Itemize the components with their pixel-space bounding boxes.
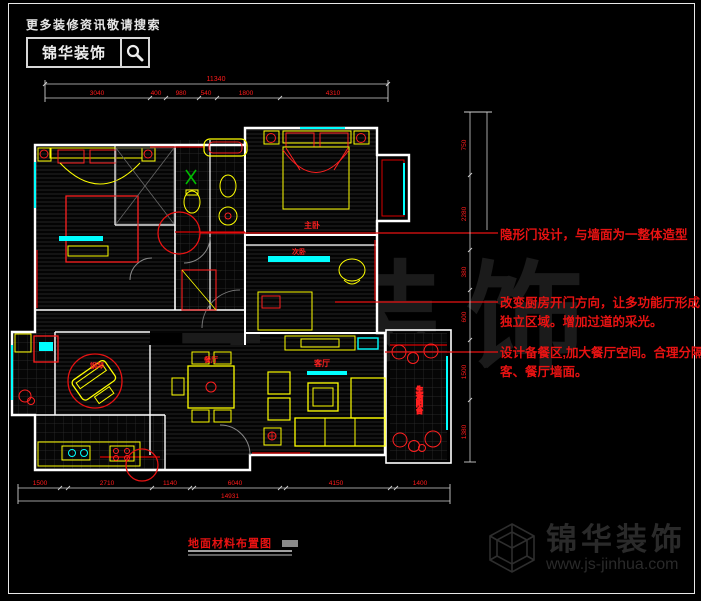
drawing-title: 地面材料布置图 bbox=[188, 535, 298, 551]
svg-text:1800: 1800 bbox=[239, 90, 254, 97]
svg-text:3040: 3040 bbox=[90, 90, 105, 97]
floor-fills bbox=[12, 128, 447, 470]
dining: 餐厅 bbox=[171, 351, 235, 423]
annotation-kitchen-door: 改变厨房开门方向，让多功能厅形成 独立区域。增加过道的采光。 bbox=[500, 296, 701, 329]
room-bathrooms bbox=[183, 138, 248, 226]
hall bbox=[129, 236, 241, 329]
svg-text:2710: 2710 bbox=[100, 480, 115, 487]
search-hint-text: 更多装修资讯敬请搜索 bbox=[26, 18, 162, 32]
svg-text:1140: 1140 bbox=[163, 480, 177, 487]
svg-text:1500: 1500 bbox=[461, 364, 468, 379]
dimension-top: 11340 3040 400 980 540 1800 4310 bbox=[42, 76, 391, 102]
balcony-left bbox=[14, 333, 59, 405]
search-icon bbox=[122, 44, 148, 62]
svg-text:次卧: 次卧 bbox=[292, 247, 306, 256]
svg-text:钢琴: 钢琴 bbox=[90, 361, 105, 370]
cube-logo-icon bbox=[489, 523, 535, 573]
brand-block: 更多装修资讯敬请搜索 锦华装饰 bbox=[26, 16, 161, 68]
svg-text:980: 980 bbox=[176, 90, 187, 97]
drawing-title-text: 地面材料布置图 bbox=[188, 538, 272, 550]
svg-text:6040: 6040 bbox=[228, 480, 243, 487]
svg-text:客厅: 客厅 bbox=[313, 358, 330, 368]
svg-text:750: 750 bbox=[461, 139, 468, 150]
footer-brand-text: 锦华装饰 bbox=[546, 521, 686, 557]
footer-url-text: www.js-jinhua.com bbox=[546, 555, 679, 573]
footer-logo: 锦华装饰 www.js-jinhua.com bbox=[486, 522, 686, 574]
svg-text:餐厅: 餐厅 bbox=[203, 355, 218, 364]
svg-text:400: 400 bbox=[151, 90, 162, 97]
leader-lines bbox=[200, 232, 498, 353]
dimension-bottom: 1500 2710 1140 6040 4150 1400 14931 bbox=[17, 480, 451, 504]
svg-text:生活阳台: 生活阳台 bbox=[416, 385, 424, 415]
room-bedroom3: 次卧 bbox=[257, 247, 366, 331]
dimension-right: 750 2280 380 600 1500 1380 bbox=[461, 111, 492, 463]
border-frame bbox=[8, 3, 695, 594]
annotation-dining-area: 设计备餐区,加大餐厅空间。合理分隔 客、餐厅墙面。 bbox=[500, 346, 701, 379]
window-markers bbox=[11, 127, 448, 430]
kitchen bbox=[37, 424, 251, 467]
svg-text:2280: 2280 bbox=[461, 206, 468, 221]
material-swatch bbox=[282, 539, 298, 547]
svg-text:380: 380 bbox=[461, 266, 468, 277]
svg-text:4150: 4150 bbox=[329, 480, 344, 487]
svg-text:1400: 1400 bbox=[413, 480, 428, 487]
svg-text:14931: 14931 bbox=[221, 493, 239, 500]
room-bedroom2 bbox=[37, 147, 175, 263]
divider bbox=[120, 39, 122, 66]
brand-search-box: 锦华装饰 bbox=[26, 37, 150, 68]
room-master: 主卧 bbox=[263, 130, 370, 230]
living: 客厅 bbox=[263, 335, 386, 447]
brand-name-text: 锦华装饰 bbox=[41, 45, 106, 62]
svg-text:1380: 1380 bbox=[461, 424, 468, 439]
svg-text:主卧: 主卧 bbox=[304, 220, 320, 230]
svg-text:600: 600 bbox=[461, 311, 468, 322]
svg-text:11340: 11340 bbox=[207, 76, 226, 83]
svg-text:4310: 4310 bbox=[326, 90, 341, 97]
piano: 钢琴 bbox=[71, 359, 117, 405]
svg-text:540: 540 bbox=[201, 90, 212, 97]
annotation-hidden-door: 隐形门设计，与墙面为一整体造型 bbox=[500, 228, 688, 242]
title-underline bbox=[188, 550, 292, 556]
svg-text:1500: 1500 bbox=[33, 480, 48, 487]
